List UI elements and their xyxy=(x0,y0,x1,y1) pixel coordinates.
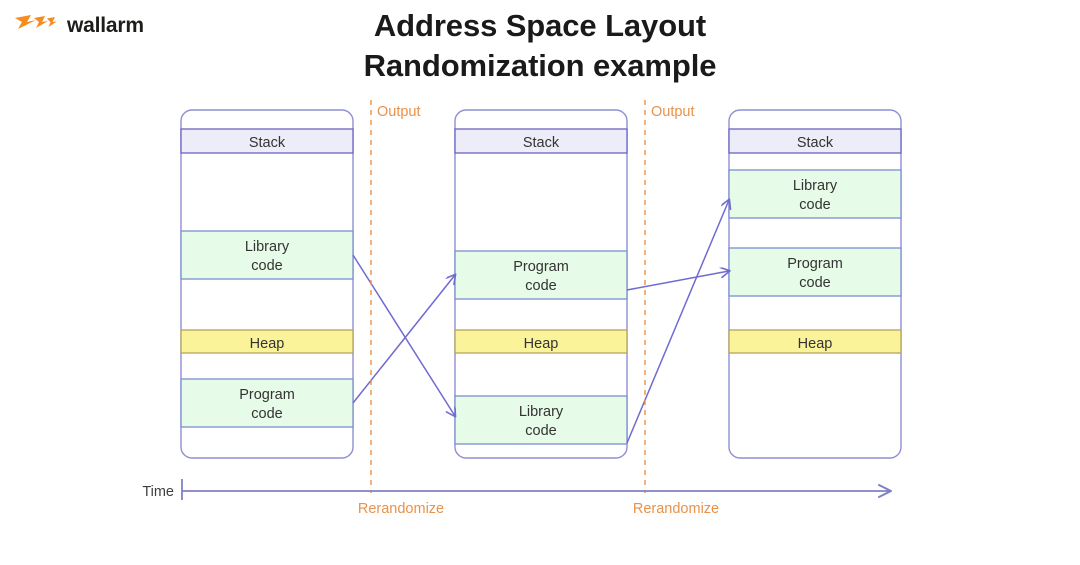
snapshot-2: Stack Program code Heap Library code xyxy=(454,109,628,459)
band-2-library xyxy=(454,395,628,445)
band-1-library-label-bottom: code xyxy=(251,258,282,274)
band-3-library-label-top: Library xyxy=(793,178,838,194)
marker-2-output-label: Output xyxy=(651,104,695,120)
band-3-program-label-top: Program xyxy=(787,256,843,272)
band-2-library-label-top: Library xyxy=(519,404,564,420)
snapshot-3: Stack Library code Program code Heap xyxy=(728,109,902,459)
memory-box-1 xyxy=(180,109,354,459)
band-2-program xyxy=(454,250,628,300)
band-2-heap-label: Heap xyxy=(524,336,559,352)
brand-logo: wallarm xyxy=(14,12,144,39)
band-3-library xyxy=(728,169,902,219)
band-3-heap xyxy=(728,329,902,354)
band-2-library-label-bottom: code xyxy=(525,423,556,439)
time-axis-label: Time xyxy=(142,484,174,500)
band-2-heap xyxy=(454,329,628,354)
band-1-program-label-top: Program xyxy=(239,387,295,403)
title-line-2: Randomization example xyxy=(363,47,717,83)
marker-1-rerandomize-label: Rerandomize xyxy=(358,501,444,517)
band-1-program xyxy=(180,378,354,428)
marker-1-output-label: Output xyxy=(377,104,421,120)
marker-2-rerandomize-label: Rerandomize xyxy=(633,501,719,517)
snapshot-1: Stack Library code Heap Program code xyxy=(180,109,354,459)
band-1-stack-label: Stack xyxy=(249,135,286,151)
arrow-program-1-to-2 xyxy=(352,275,455,404)
band-2-stack xyxy=(454,128,628,154)
band-3-heap-label: Heap xyxy=(798,336,833,352)
band-1-library xyxy=(180,230,354,280)
page-title: Address Space Layout Randomization examp… xyxy=(0,6,1080,85)
band-3-library-label-bottom: code xyxy=(799,197,830,213)
band-2-program-label-bottom: code xyxy=(525,278,556,294)
band-3-program-label-bottom: code xyxy=(799,275,830,291)
arrow-program-2-to-3 xyxy=(626,271,729,291)
band-3-program xyxy=(728,247,902,297)
rerandomize-marker-1: Output Rerandomize xyxy=(358,100,444,517)
band-1-heap xyxy=(180,329,354,354)
band-1-library-label-top: Library xyxy=(245,239,290,255)
wallarm-bolt-logo-icon xyxy=(14,12,58,39)
band-2-stack-label: Stack xyxy=(523,135,560,151)
time-axis: Time xyxy=(142,479,892,500)
title-line-1: Address Space Layout xyxy=(373,8,707,43)
band-1-heap-label: Heap xyxy=(250,336,285,352)
band-1-stack xyxy=(180,128,354,154)
arrow-library-1-to-2 xyxy=(352,254,455,416)
transition-arrows-1-2 xyxy=(352,254,455,416)
band-2-program-label-top: Program xyxy=(513,259,569,275)
band-3-stack-label: Stack xyxy=(797,135,834,151)
brand-name: wallarm xyxy=(67,14,144,37)
arrow-library-2-to-3 xyxy=(626,200,729,444)
transition-arrows-2-3 xyxy=(626,200,729,444)
rerandomize-marker-2: Output Rerandomize xyxy=(633,100,719,517)
band-1-program-label-bottom: code xyxy=(251,406,282,422)
band-3-stack xyxy=(728,128,902,154)
